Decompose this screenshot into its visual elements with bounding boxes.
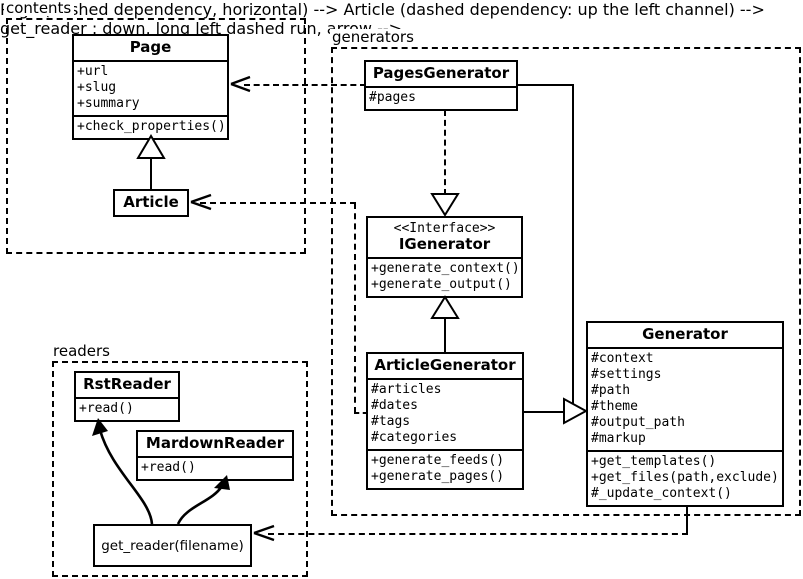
method-row: +generate_pages() [371, 469, 505, 484]
dependency-pagesgenerator-page [244, 84, 366, 86]
attribute-row: #theme [591, 399, 638, 414]
dependency-articlegenerator-article-lower [354, 412, 368, 414]
dependency-articlegenerator-article-vertical [354, 203, 356, 413]
generalization-articlegenerator-generator [524, 411, 572, 413]
class-articlegenerator-methods: +generate_feeds() +generate_pages() [368, 449, 522, 488]
class-articlegenerator-name: ArticleGenerator [374, 356, 516, 374]
class-pagesgenerator[interactable]: PagesGenerator #pages [364, 60, 518, 111]
generalization-pagesgenerator-generator-top [518, 84, 574, 86]
attribute-row: #dates [371, 398, 418, 413]
generalization-pagesgenerator-generator-down [572, 84, 574, 410]
class-page[interactable]: Page +url +slug +summary +check_properti… [72, 34, 229, 140]
attribute-row: #output_path [591, 415, 685, 430]
class-articlegenerator-attributes: #articles #dates #tags #categories [368, 378, 522, 449]
class-page-attributes: +url +slug +summary [74, 60, 227, 115]
package-readers [52, 361, 308, 577]
class-rstreader-methods: +read() [76, 397, 178, 420]
class-mardownreader[interactable]: MardownReader +read() [136, 430, 294, 481]
class-pagesgenerator-name: PagesGenerator [372, 64, 510, 82]
attribute-row: #settings [591, 367, 662, 382]
class-generator-methods: +get_templates() +get_files(path,exclude… [588, 450, 782, 505]
package-contents-label: contents [4, 0, 75, 16]
method-row: +read() [79, 401, 134, 416]
class-article[interactable]: Article [113, 189, 189, 217]
attribute-row: #tags [371, 414, 411, 429]
class-generator-attributes: #context #settings #path #theme #output_… [588, 347, 782, 450]
method-row: #_update_context() [591, 486, 732, 501]
attribute-row: #markup [591, 431, 646, 446]
function-get-reader-label: get_reader(filename) [101, 537, 244, 554]
attribute-row: +url [77, 64, 109, 79]
class-rstreader-name: RstReader [83, 375, 171, 393]
class-generator[interactable]: Generator #context #settings #path #them… [586, 321, 784, 507]
method-row: +generate_output() [371, 277, 512, 292]
attribute-row: #articles [371, 382, 442, 397]
class-page-methods: +check_properties() [74, 115, 227, 138]
method-row: +get_templates() [591, 454, 717, 469]
class-igenerator-methods: +generate_context() +generate_output() [368, 257, 521, 296]
function-get-reader[interactable]: get_reader(filename) [93, 524, 252, 567]
attribute-row: #path [591, 383, 631, 398]
class-rstreader[interactable]: RstReader +read() [74, 371, 180, 422]
class-igenerator-stereotype: <<Interface>> [393, 221, 496, 236]
realization-pagesgenerator-igenerator [444, 110, 446, 195]
generalization-articlegenerator-igenerator [444, 312, 446, 357]
method-row: +check_properties() [77, 119, 226, 134]
generalization-article-page [150, 155, 152, 189]
package-generators-label: generators [330, 29, 417, 45]
dependency-generator-getreader-horizontal [268, 533, 688, 535]
dependency-articlegenerator-article-horizontal [200, 202, 356, 204]
class-mardownreader-name: MardownReader [145, 434, 285, 452]
attribute-row: #context [591, 351, 654, 366]
method-row: +read() [141, 460, 196, 475]
class-mardownreader-methods: +read() [138, 456, 292, 479]
attribute-row: #categories [371, 430, 458, 445]
package-readers-label: readers [51, 343, 113, 359]
package-contents [6, 18, 306, 254]
method-row: +generate_feeds() [371, 453, 505, 468]
class-articlegenerator[interactable]: ArticleGenerator #articles #dates #tags … [366, 352, 524, 490]
class-igenerator-name: IGenerator [398, 235, 491, 253]
attribute-row: #pages [369, 90, 416, 105]
attribute-row: +summary [77, 96, 140, 111]
package-generators [331, 47, 801, 516]
class-generator-name: Generator [642, 325, 728, 343]
dependency-generator-getreader-down [686, 503, 688, 534]
class-igenerator[interactable]: <<Interface>> IGenerator +generate_conte… [366, 216, 523, 298]
method-row: +generate_context() [371, 261, 520, 276]
class-page-name: Page [129, 38, 172, 56]
method-row: +get_files(path,exclude) [591, 470, 779, 485]
attribute-row: +slug [77, 80, 117, 95]
class-article-name: Article [123, 193, 179, 211]
class-pagesgenerator-attributes: #pages [366, 86, 516, 109]
